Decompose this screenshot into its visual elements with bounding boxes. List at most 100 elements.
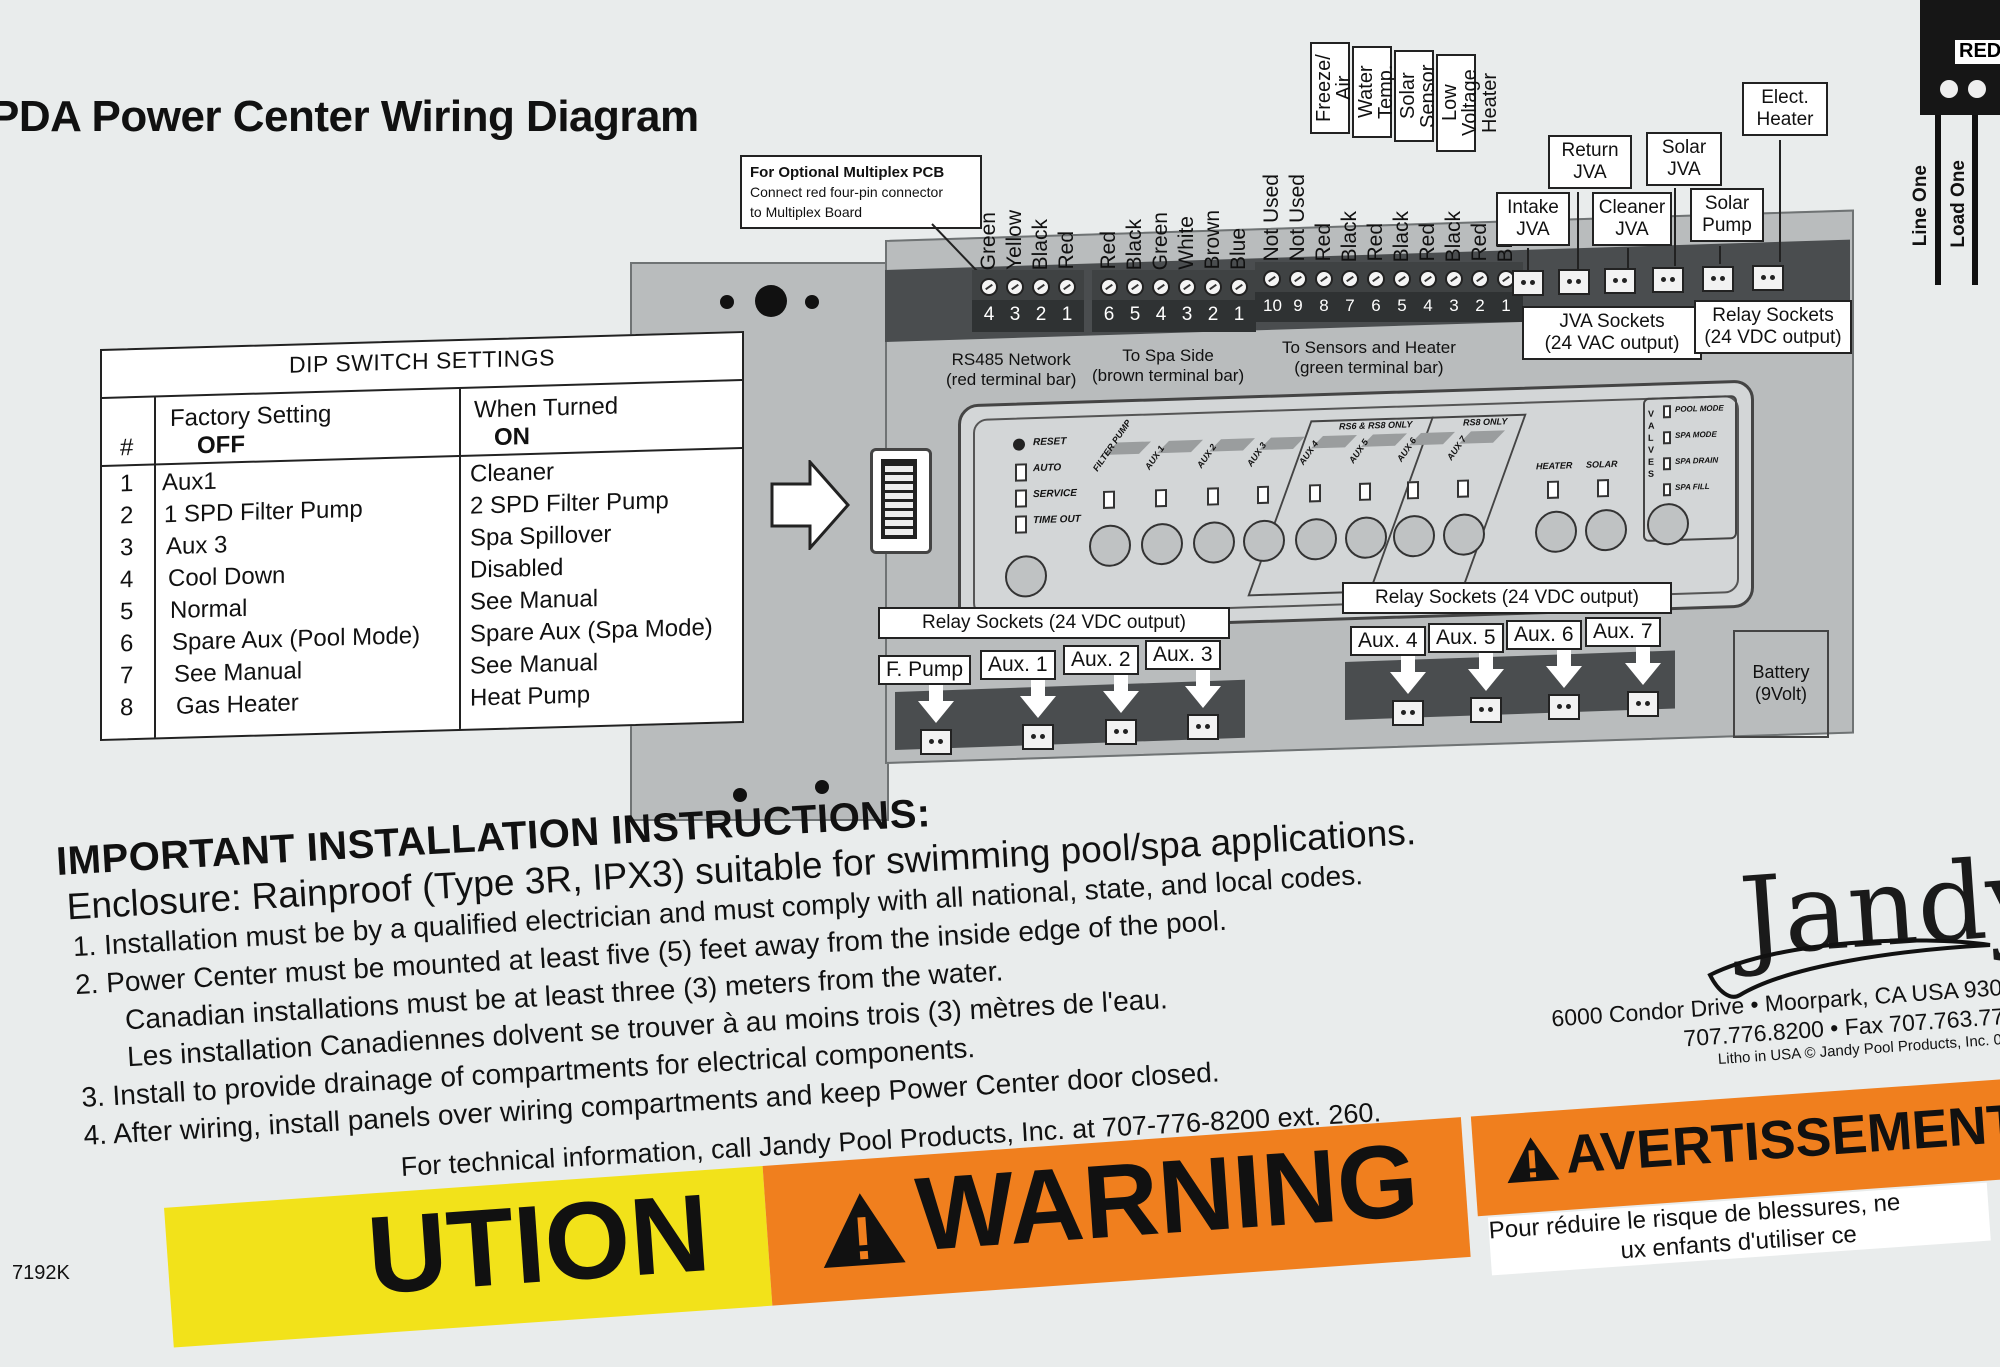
page-title: PDA Power Center Wiring Diagram xyxy=(0,92,699,141)
rs485-caption-line1: RS485 Network xyxy=(951,350,1071,369)
screw-terminal-icon[interactable] xyxy=(1006,278,1024,296)
relay-socket[interactable] xyxy=(1022,724,1054,750)
screw-terminal-icon[interactable] xyxy=(980,278,998,296)
jva-sockets-label: JVA Sockets (24 VAC output) xyxy=(1522,306,1702,360)
screw-terminal-icon[interactable] xyxy=(1289,270,1307,288)
screw-terminal-icon[interactable] xyxy=(1230,278,1248,296)
relay-top-label: Relay Sockets (24 VDC output) xyxy=(1694,300,1852,354)
aux-led-icon xyxy=(1257,485,1269,505)
screw-terminal-icon[interactable] xyxy=(1152,278,1170,296)
dip-row-factory: 1 SPD Filter Pump xyxy=(164,495,363,529)
sensor-wire-label: Red xyxy=(1416,223,1439,262)
spa-terminal-number: 2 xyxy=(1207,304,1219,325)
dip-row-factory: Normal xyxy=(170,594,248,625)
screw-terminal-icon[interactable] xyxy=(1367,270,1385,288)
relay-item-label: Aux. 3 xyxy=(1145,640,1221,671)
spa-wire-label: White xyxy=(1175,216,1198,270)
spa-wire-label: Green xyxy=(1149,211,1172,270)
mode-label: SPA FILL xyxy=(1675,481,1710,492)
relay-socket[interactable] xyxy=(1105,719,1137,745)
screw-terminal-icon[interactable] xyxy=(1178,278,1196,296)
mode-led-icon xyxy=(1663,431,1671,445)
relay-item-label: Aux. 2 xyxy=(1063,645,1139,676)
screw-terminal-icon[interactable] xyxy=(1393,270,1411,288)
rs485-wire-label: Red xyxy=(1055,231,1078,270)
sensor-wire-label: Not Used xyxy=(1260,174,1283,262)
relay-socket[interactable] xyxy=(1470,697,1502,723)
relay-socket[interactable] xyxy=(1752,265,1784,291)
relay-socket[interactable] xyxy=(1702,266,1734,292)
relay-socket[interactable] xyxy=(1548,694,1580,720)
rs485-terminal-number: 2 xyxy=(1035,304,1047,325)
dip-col-num: # xyxy=(120,434,134,462)
arrow-stem xyxy=(1196,670,1210,686)
screw-icon xyxy=(1968,80,1986,98)
spa-caption-line1: To Spa Side xyxy=(1122,346,1214,365)
sensor-terminal-number: 3 xyxy=(1449,296,1459,315)
sensor-label-boxes: Freeze/ Air SensoWater Temp. SensorSolar… xyxy=(1310,42,1501,152)
relay-socket[interactable] xyxy=(1392,700,1424,726)
relay-item-label: Aux. 4 xyxy=(1350,626,1426,657)
rs485-wire-label: Yellow xyxy=(1003,210,1026,270)
relay-top-line2: (24 VDC output) xyxy=(1704,326,1842,348)
mode-led-icon xyxy=(1663,405,1671,419)
heater-led-icon xyxy=(1547,480,1559,499)
dip-row-number: 3 xyxy=(120,534,134,562)
sensor-screws xyxy=(1255,262,1523,292)
rs485-wire-label: Black xyxy=(1029,218,1052,270)
screw-terminal-icon[interactable] xyxy=(1315,270,1333,288)
jva-socket[interactable] xyxy=(1604,268,1636,294)
relay-socket[interactable] xyxy=(920,729,952,755)
screw-terminal-icon[interactable] xyxy=(1126,278,1144,296)
jva-sockets-line1: JVA Sockets xyxy=(1559,311,1665,332)
part-number: 7192K xyxy=(12,1262,70,1284)
relay-item-label: Aux. 1 xyxy=(980,650,1056,681)
arrow-down-icon xyxy=(1103,691,1139,713)
screw-terminal-icon[interactable] xyxy=(1263,270,1281,288)
relay-item-label: Aux. 5 xyxy=(1428,623,1504,654)
rs485-caption-line2: (red terminal bar) xyxy=(946,370,1077,390)
red-tag-label: RED xyxy=(1955,40,2000,64)
relay-item-label: F. Pump xyxy=(878,655,972,686)
relay-socket[interactable] xyxy=(1627,691,1659,717)
dip-switch-block[interactable] xyxy=(870,448,932,554)
screw-terminal-icon[interactable] xyxy=(1341,270,1359,288)
sensor-wire-label: Not Used xyxy=(1286,174,1309,262)
screw-terminal-icon[interactable] xyxy=(1419,270,1437,288)
relay-socket[interactable] xyxy=(1187,714,1219,740)
spa-terminal-number: 5 xyxy=(1129,304,1141,325)
jva-socket[interactable] xyxy=(1652,267,1684,293)
screw-terminal-icon[interactable] xyxy=(1032,278,1050,296)
rs485-terminal-number: 1 xyxy=(1061,304,1073,325)
relay-top-line1: Relay Sockets xyxy=(1712,305,1834,326)
sensor-terminal-number: 1 xyxy=(1501,296,1511,315)
solar-led-icon xyxy=(1597,479,1609,498)
sensor-caption: To Sensors and Heater (green terminal ba… xyxy=(1282,338,1456,379)
screw-terminal-icon[interactable] xyxy=(1204,278,1222,296)
intake-jva-label: Intake JVA xyxy=(1496,192,1570,246)
sensor-box-label: Water Temp. Sensor xyxy=(1352,46,1417,138)
screw-terminal-icon[interactable] xyxy=(1445,270,1463,288)
multiplex-line1: Connect red four-pin connector xyxy=(750,184,943,200)
dip-col-factory: Factory Setting xyxy=(170,400,332,433)
dip-switch-levers xyxy=(885,463,913,535)
mode-led-icon xyxy=(1663,457,1671,471)
sensor-terminal-number: 8 xyxy=(1319,296,1329,315)
arrow-down-icon xyxy=(1390,672,1426,694)
spa-terminal-number: 4 xyxy=(1155,304,1167,325)
jva-socket[interactable] xyxy=(1558,269,1590,295)
jva-socket[interactable] xyxy=(1512,270,1544,296)
warning-triangle-icon xyxy=(823,1193,906,1268)
screw-terminal-icon[interactable] xyxy=(1058,278,1076,296)
mount-hole-icon xyxy=(733,788,747,802)
dip-row-factory: See Manual xyxy=(174,657,303,688)
screw-terminal-icon[interactable] xyxy=(1100,278,1118,296)
aux-led-icon xyxy=(1155,488,1167,508)
screw-terminal-icon[interactable] xyxy=(1471,270,1489,288)
dip-col-turned-state: ON xyxy=(494,422,530,451)
battery-line1: Battery xyxy=(1752,662,1810,682)
caution-panel: UTION xyxy=(164,1166,773,1348)
dip-row-factory: Cool Down xyxy=(168,561,286,593)
